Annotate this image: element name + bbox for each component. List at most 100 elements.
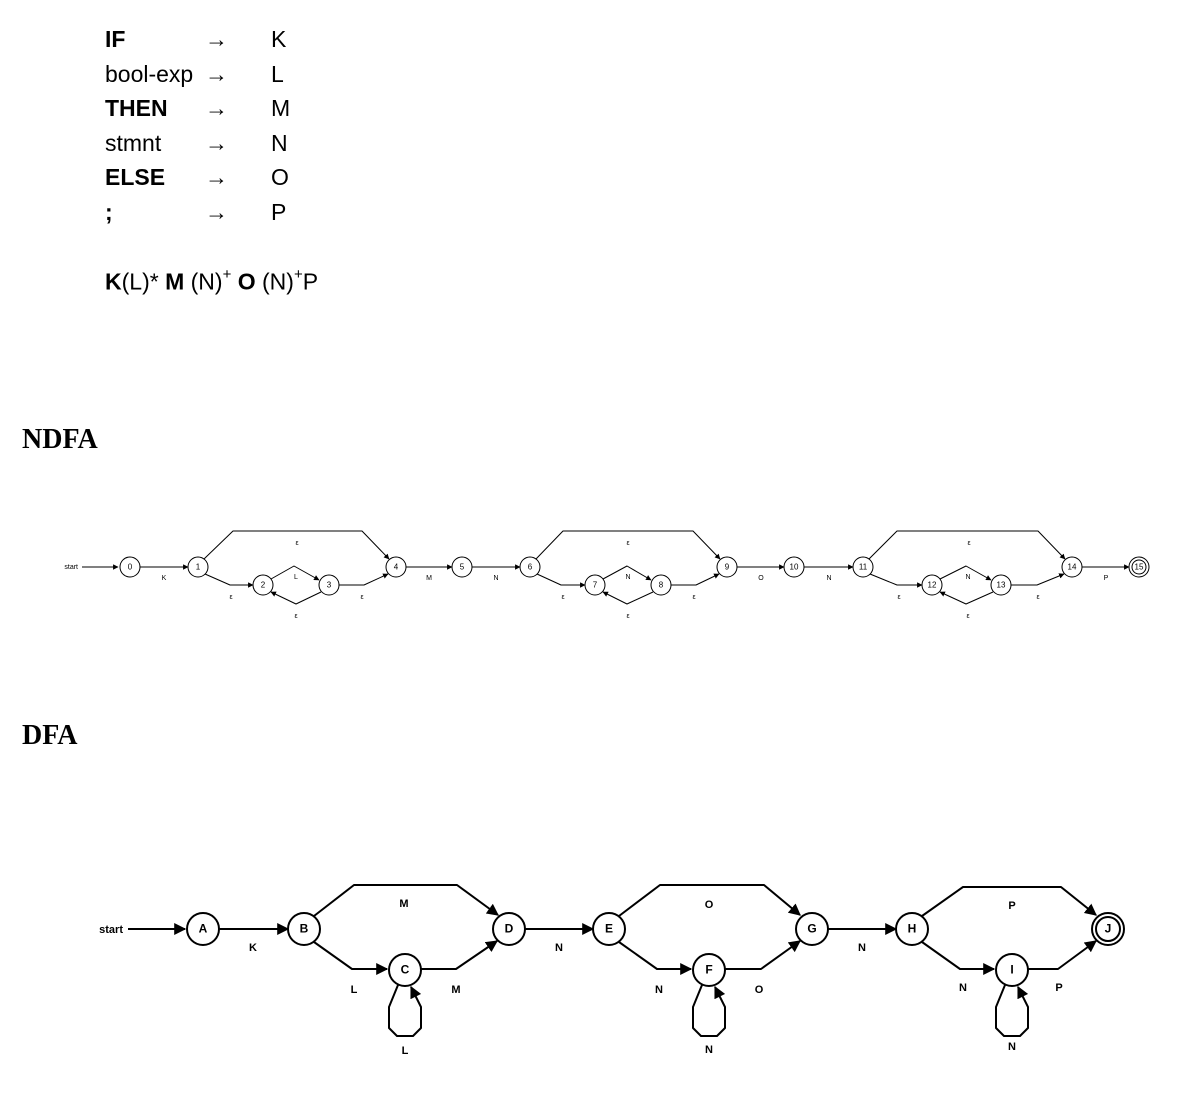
transition-I-I (995, 984, 1029, 1037)
transition-label: K (249, 942, 257, 954)
state-label: 1 (196, 563, 201, 572)
state-circle (519, 556, 541, 578)
transition-label: N (493, 575, 498, 582)
token-name: IF (105, 26, 126, 52)
transition-label: ε (294, 613, 297, 620)
accept-ring (1095, 916, 1121, 942)
transition-label: M (399, 898, 408, 910)
state-circle (921, 574, 943, 596)
state-C: C (388, 953, 422, 987)
transition-C-D (421, 940, 498, 970)
regex-o: O (237, 268, 256, 295)
transition-12-13 (939, 565, 992, 581)
transition-label: ε (626, 613, 629, 620)
transition-label: ε (295, 540, 298, 547)
state-8: 8 (650, 574, 672, 596)
transition-H-J (921, 886, 1097, 917)
state-circle (995, 953, 1029, 987)
regex-l: (L)* (121, 268, 159, 295)
transition-8-9 (671, 573, 720, 586)
state-circle (592, 912, 626, 946)
token-name: ELSE (105, 164, 166, 190)
transition-label: N (705, 1044, 713, 1056)
state-label: 9 (725, 563, 730, 572)
regex-n2: (N) (262, 268, 294, 295)
state-10: 10 (783, 556, 805, 578)
state-circle (990, 574, 1012, 596)
transition-I-J (1028, 940, 1097, 970)
state-I: I (995, 953, 1029, 987)
state-circle (852, 556, 874, 578)
transition-label: O (705, 899, 714, 911)
state-label: 15 (1135, 563, 1144, 572)
token-symbol: M (271, 95, 291, 121)
state-9: 9 (716, 556, 738, 578)
token-symbol: L (271, 60, 284, 87)
state-label: I (1010, 963, 1013, 977)
state-circle (584, 574, 606, 596)
state-label: J (1105, 922, 1112, 936)
state-J: J (1091, 912, 1125, 946)
state-14: 14 (1061, 556, 1083, 578)
state-6: 6 (519, 556, 541, 578)
token-name: bool-exp (105, 60, 194, 87)
state-E: E (592, 912, 626, 946)
regex-p: P (302, 268, 319, 295)
transition-H-I (921, 941, 996, 975)
state-label: 12 (928, 581, 937, 590)
state-0: 0 (119, 556, 141, 578)
state-label: 4 (394, 563, 399, 572)
state-label: 10 (790, 563, 799, 572)
state-label: E (605, 922, 613, 936)
state-circle (895, 912, 929, 946)
token-name: THEN (105, 95, 168, 121)
state-label: 2 (261, 581, 266, 590)
transition-13-12 (939, 591, 994, 605)
state-label: 7 (593, 581, 598, 590)
transition-1-4 (203, 530, 390, 560)
transition-F-G (725, 940, 801, 970)
state-H: H (895, 912, 929, 946)
transition-label: ε (229, 594, 232, 601)
transition-label: ε (966, 613, 969, 620)
regex-k: K (105, 268, 122, 295)
transition-label: ε (967, 540, 970, 547)
transition-label: L (351, 984, 358, 996)
state-circle (451, 556, 473, 578)
state-7: 7 (584, 574, 606, 596)
state-circle (1061, 556, 1083, 578)
transition-label: L (402, 1045, 409, 1057)
transition-label: O (755, 984, 764, 996)
state-label: F (705, 963, 712, 977)
transition-E-F (618, 941, 693, 975)
transition-label: N (1008, 1041, 1016, 1053)
mapping-arrow: → (205, 60, 228, 87)
transition-label: M (426, 575, 432, 582)
mapping-arrow: → (205, 95, 228, 121)
state-label: H (908, 922, 917, 936)
state-D: D (492, 912, 526, 946)
state-label: 8 (659, 581, 664, 590)
state-label: A (199, 922, 208, 936)
transition-6-9 (535, 530, 721, 560)
transition-B-C (313, 941, 389, 975)
state-label: 6 (528, 563, 533, 572)
transition-label: P (1008, 900, 1015, 912)
transition-label: N (965, 574, 970, 581)
state-2: 2 (252, 574, 274, 596)
state-label: G (807, 922, 816, 936)
state-label: D (505, 922, 514, 936)
transition-2-3 (270, 565, 320, 581)
state-label: 3 (327, 581, 332, 590)
start-label: start (99, 924, 123, 936)
regex-plus: + (222, 266, 232, 283)
dfa-heading: DFA (22, 720, 78, 751)
state-circle (318, 574, 340, 596)
state-B: B (287, 912, 321, 946)
state-label: 5 (460, 563, 465, 572)
state-5: 5 (451, 556, 473, 578)
transition-11-12 (869, 573, 923, 588)
transition-E-G (618, 884, 801, 917)
